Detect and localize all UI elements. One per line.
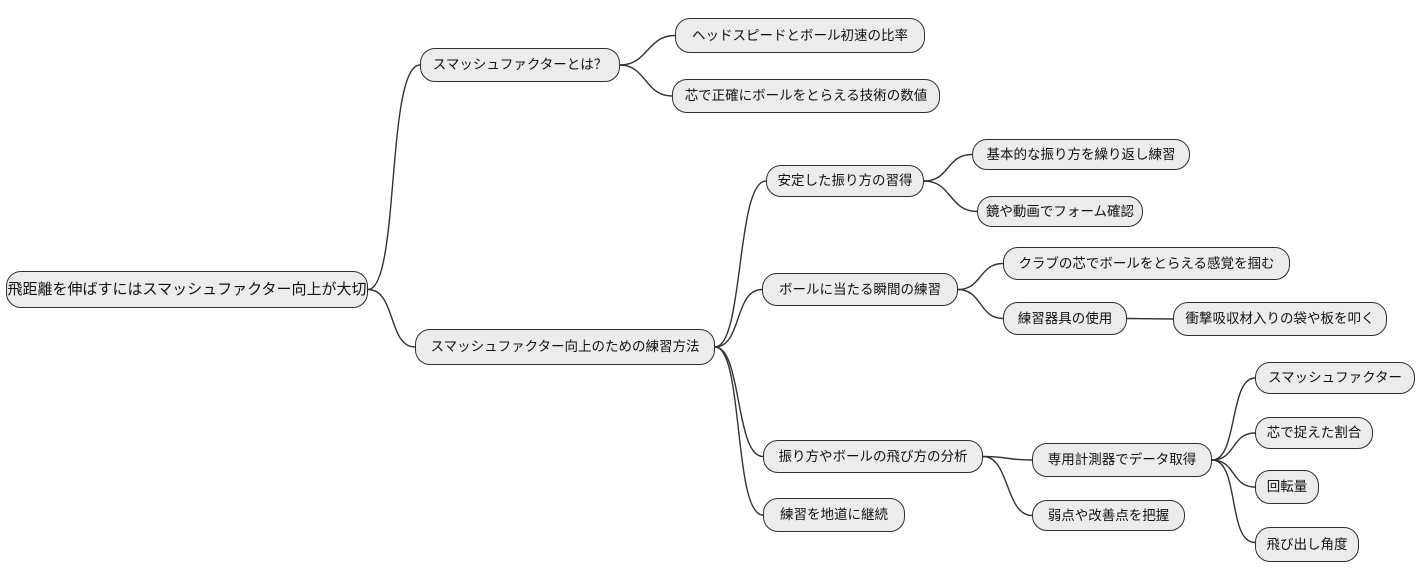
node-spin-rate: 回転量 bbox=[1255, 470, 1319, 504]
edge-stable-swing-mirror-video bbox=[923, 180, 978, 213]
node-practice-tools: 練習器具の使用 bbox=[1003, 302, 1127, 335]
edge-practice-methods-steady-practice bbox=[714, 346, 764, 516]
edge-practice-methods-stable-swing bbox=[714, 180, 767, 348]
node-club-sweet-spot-feel: クラブの芯でボールをとらえる感覚を掴む bbox=[1003, 247, 1290, 280]
node-head-speed-ratio: ヘッドスピードとボール初速の比率 bbox=[675, 18, 925, 53]
edge-impact-moment-practice-tools bbox=[957, 288, 1004, 320]
edge-analysis-launch-monitor bbox=[982, 455, 1033, 461]
node-practice-methods: スマッシュファクター向上のための練習方法 bbox=[415, 329, 715, 365]
edge-smash-factor-what-sweet-spot bbox=[619, 64, 673, 97]
node-smash-factor-what: スマッシュファクターとは？ bbox=[420, 48, 620, 82]
edge-practice-methods-analysis bbox=[714, 346, 764, 458]
node-basic-swing-repeat: 基本的な振り方を繰り返し練習 bbox=[972, 139, 1190, 170]
edge-launch-monitor-launch-angle bbox=[1211, 459, 1256, 544]
node-swing-ball-analysis: 振り方やボールの飛び方の分析 bbox=[763, 440, 983, 473]
edge-analysis-weakness-grasp bbox=[982, 455, 1033, 517]
edge-root-practice-methods bbox=[367, 288, 416, 348]
node-smash-factor-metric: スマッシュファクター bbox=[1255, 362, 1415, 394]
node-launch-monitor: 専用計測器でデータ取得 bbox=[1032, 443, 1212, 477]
node-sweet-spot-skill: 芯で正確にボールをとらえる技術の数値 bbox=[672, 79, 940, 113]
edge-smash-factor-what-head-speed bbox=[619, 34, 676, 66]
node-launch-angle: 飛び出し角度 bbox=[1255, 527, 1359, 562]
edge-root-smash-factor-what bbox=[367, 64, 421, 291]
node-root: 飛距離を伸ばすにはスマッシュファクター向上が大切 bbox=[6, 271, 368, 308]
edge-launch-monitor-smash-metric bbox=[1211, 377, 1256, 461]
node-stable-swing: 安定した振り方の習得 bbox=[766, 165, 924, 197]
edge-stable-swing-basic-repeat bbox=[923, 153, 973, 182]
edge-impact-moment-club-feel bbox=[957, 262, 1004, 291]
node-weakness-grasp: 弱点や改善点を把握 bbox=[1032, 500, 1185, 531]
edge-launch-monitor-sweet-spot-rate bbox=[1211, 432, 1256, 461]
node-impact-bag: 衝撃吸収材入りの袋や板を叩く bbox=[1173, 302, 1387, 336]
node-mirror-video-check: 鏡や動画でフォーム確認 bbox=[977, 196, 1143, 227]
node-steady-practice: 練習を地道に継続 bbox=[763, 498, 905, 532]
edge-practice-methods-impact-moment bbox=[714, 288, 763, 348]
node-sweet-spot-rate: 芯で捉えた割合 bbox=[1255, 417, 1373, 449]
node-impact-moment-practice: ボールに当たる瞬間の練習 bbox=[762, 273, 958, 306]
edge-launch-monitor-spin-rate bbox=[1211, 459, 1256, 488]
edge-practice-tools-impact-bag bbox=[1126, 317, 1174, 320]
